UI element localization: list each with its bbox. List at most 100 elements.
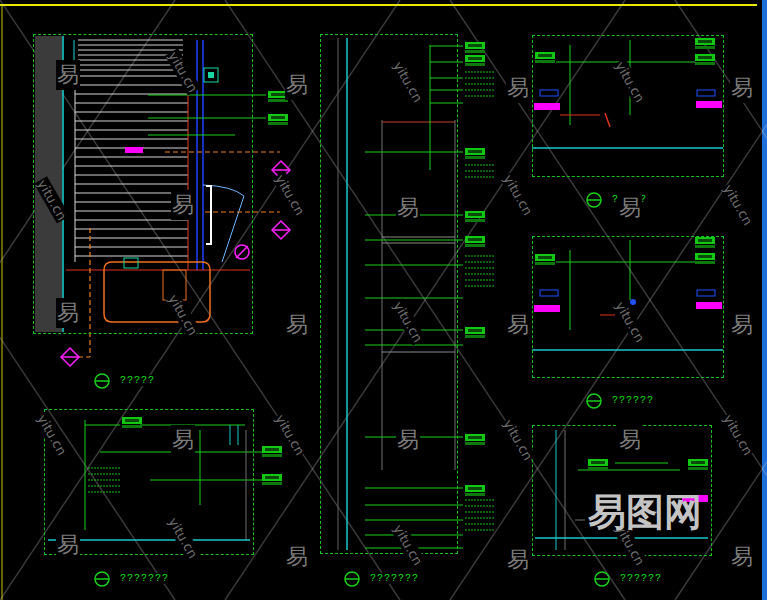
note-line xyxy=(465,165,495,166)
counter-outline xyxy=(104,262,210,322)
callout-tag-base xyxy=(465,442,485,445)
sheet-border xyxy=(2,5,3,600)
drawing-panel: ??????? xyxy=(320,34,458,554)
watermark-line xyxy=(225,0,625,600)
note-line xyxy=(88,486,120,487)
callout-tag-base xyxy=(695,46,715,49)
watermark: yitu.cn xyxy=(500,416,536,463)
callout-tag-text xyxy=(698,56,712,59)
note-line xyxy=(88,468,120,469)
door-swing xyxy=(203,185,244,262)
callout-tag-base xyxy=(262,482,282,485)
note-line xyxy=(465,280,495,281)
leader-line xyxy=(570,45,571,125)
watermark-line xyxy=(0,0,175,600)
title-symbol xyxy=(595,578,609,580)
note-line xyxy=(465,518,495,519)
callout-tag xyxy=(688,459,708,466)
title-symbol xyxy=(587,193,601,207)
callout-tag-base xyxy=(695,261,715,264)
callout-tag xyxy=(465,434,485,441)
stair-tread xyxy=(75,184,188,185)
panel-line xyxy=(382,243,455,244)
hatch-line xyxy=(78,50,183,51)
callout-tag-base xyxy=(695,245,715,248)
note-line xyxy=(465,262,495,263)
note-line xyxy=(465,96,495,97)
watermark-line xyxy=(0,0,175,600)
callout-tag-text xyxy=(538,54,552,57)
watermark: 易 xyxy=(396,425,420,455)
title-symbol xyxy=(95,578,109,580)
stair-edge xyxy=(75,76,76,262)
watermark: yitu.cn xyxy=(500,171,536,218)
callout-tag xyxy=(465,55,485,62)
callout-tag-base xyxy=(535,262,555,265)
note-line xyxy=(465,286,495,287)
drawing-title: ??????? xyxy=(369,573,420,584)
material-bar xyxy=(534,305,560,312)
leader-line xyxy=(365,265,463,266)
fixture-icon xyxy=(204,68,218,82)
callout-tag xyxy=(695,38,715,45)
note-line xyxy=(465,171,495,172)
leader-line xyxy=(365,298,463,299)
sheet-border xyxy=(0,4,757,6)
callout-tag xyxy=(465,148,485,155)
detail-box xyxy=(697,290,715,296)
stair-tread xyxy=(75,256,188,257)
panel-line xyxy=(575,520,585,521)
callout-tag-base xyxy=(535,60,555,63)
drawing-title: ????? xyxy=(119,375,156,386)
title-symbol xyxy=(595,572,609,586)
callout-tag-base xyxy=(465,156,485,159)
callout-tag-text xyxy=(468,150,482,153)
leader-line xyxy=(85,425,120,426)
fixture-icon xyxy=(124,258,138,268)
callout-tag xyxy=(465,42,485,49)
callout-tag-base xyxy=(465,493,485,496)
watermark-line xyxy=(0,0,400,600)
stair-tread xyxy=(75,112,188,113)
note-line xyxy=(465,256,495,257)
stair-tread xyxy=(75,157,188,158)
note-line xyxy=(465,274,495,275)
glass-line xyxy=(196,40,198,270)
stair-tread xyxy=(75,175,188,176)
panel-line xyxy=(565,430,566,550)
watermark: 易 xyxy=(285,70,309,100)
callout-tag-base xyxy=(465,219,485,222)
hatch-line xyxy=(78,70,183,71)
stair-edge xyxy=(188,75,189,270)
callout-tag-base xyxy=(465,244,485,247)
watermark: 易 xyxy=(506,545,530,575)
floor-line xyxy=(532,147,723,149)
panel-line xyxy=(455,120,456,470)
callout-tag xyxy=(535,254,555,261)
floor-line xyxy=(532,349,723,351)
title-symbol xyxy=(345,578,359,580)
callout-tag-base xyxy=(262,454,282,457)
leader-line xyxy=(200,430,201,505)
wall-line xyxy=(338,38,339,550)
callout-tag xyxy=(262,474,282,481)
stair-tread xyxy=(75,229,188,230)
note-line xyxy=(465,506,495,507)
watermark: 易 xyxy=(730,542,754,572)
section-line xyxy=(165,151,280,152)
leader-line xyxy=(556,262,695,263)
callout-tag xyxy=(465,211,485,218)
callout-tag-text xyxy=(468,44,482,47)
callout-tag-base xyxy=(465,63,485,66)
callout-tag-text xyxy=(698,40,712,43)
watermark: 易 xyxy=(56,298,80,328)
leader-line xyxy=(365,488,463,489)
callout-tag xyxy=(122,417,142,424)
detail-box xyxy=(697,90,715,96)
watermark: 易 xyxy=(285,310,309,340)
leader-line xyxy=(365,505,463,506)
watermark-line xyxy=(0,0,400,600)
watermark: 易 xyxy=(506,310,530,340)
watermark: 易 xyxy=(285,542,309,572)
